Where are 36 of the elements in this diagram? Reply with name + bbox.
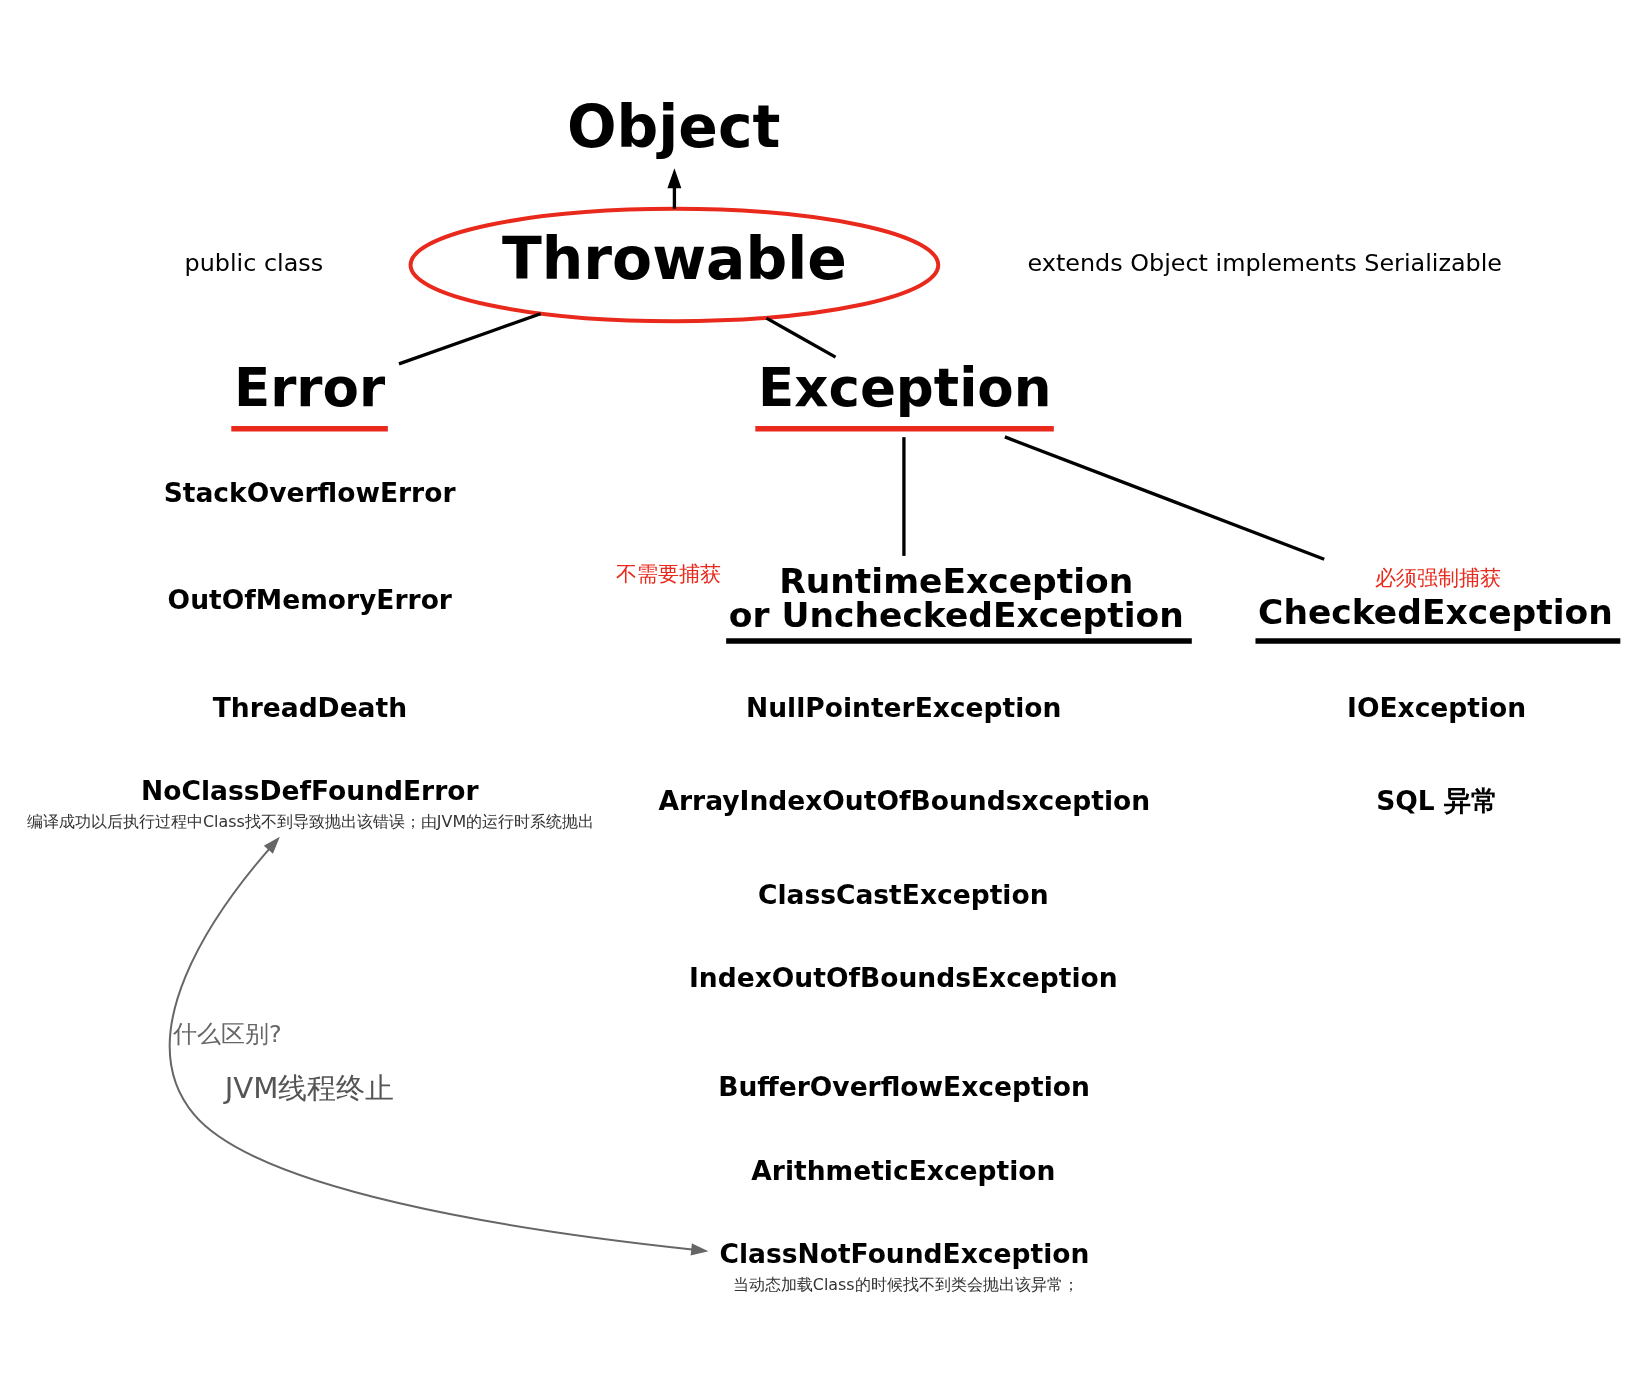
node-box [755,426,1054,432]
node-ellipse: Throwable [408,206,941,324]
node-text: ClassNotFoundException [719,1237,1090,1269]
node-label: 当动态加载Class的时候找不到类会抛出该异常； [732,1274,1079,1294]
node-text: StackOverflowError [163,476,456,508]
node-text: IOException [1347,691,1527,723]
connector [398,312,542,366]
label: JVM线程终止 [224,1071,395,1106]
arrow [667,168,682,209]
node-text: SQL 异常 [1376,785,1498,817]
label: public class [184,248,324,277]
node-label: 必须强制捕获 [1374,565,1501,591]
node-text: IndexOutOfBoundsException [689,962,1118,994]
node-text: BufferOverflowException [718,1071,1090,1103]
node-text: ArrayIndexOutOfBoundsxception [658,785,1151,817]
node-box [231,426,388,432]
node-box [726,638,1192,644]
connector [902,437,906,556]
arrow [168,836,709,1256]
node-text: NoClassDefFoundError [141,774,479,806]
edge-label: 什么区别? [172,1020,282,1049]
node-text: OutOfMemoryError [167,584,452,616]
node-text: ThreadDeath [212,691,408,723]
node-text: ArithmeticException [751,1154,1056,1186]
node-box [1255,638,1621,644]
connector [765,316,837,359]
node-label: Exception [757,357,1052,420]
connector [1004,435,1325,561]
node-label: CheckedException [1258,591,1613,632]
node-text: NullPointerException [746,691,1062,723]
node-label: Error [233,357,386,420]
label: extends Object implements Serializable [1027,248,1503,277]
node-label: 不需要捕获 [616,561,722,587]
node-label: 编译成功以后执行过程中Class找不到导致抛出该错误；由JVM的运行时系统抛出 [27,811,595,831]
node-text: ClassCastException [757,878,1049,910]
node-text: Object [566,92,781,161]
